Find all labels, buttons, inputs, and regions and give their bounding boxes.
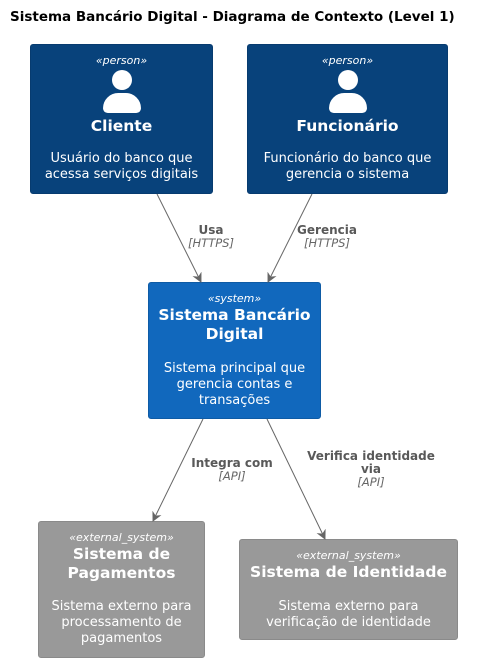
node-identidade-description: Sistema externo para verificação de iden… bbox=[266, 599, 431, 630]
node-sistema-stereotype: «system» bbox=[207, 292, 262, 305]
node-pagamentos-name: Sistema de Pagamentos bbox=[67, 545, 176, 582]
node-sistema-bancario[interactable]: «system» Sistema Bancário Digital Sistem… bbox=[148, 282, 321, 419]
node-sistema-identidade[interactable]: «external_system» Sistema de Identidade … bbox=[239, 539, 458, 640]
edge-sistema-to-identidade bbox=[266, 418, 326, 540]
edge-sistema-to-pagamentos bbox=[152, 418, 204, 522]
person-icon bbox=[102, 70, 141, 114]
node-cliente-name: Cliente bbox=[90, 117, 153, 135]
node-sistema-name: Sistema Bancário Digital bbox=[158, 306, 311, 343]
edge-label-verifica-text: Verifica identidade via bbox=[307, 449, 435, 476]
node-funcionario-stereotype: «person» bbox=[321, 54, 374, 67]
edge-label-gerencia-text: Gerencia bbox=[297, 223, 357, 237]
edge-label-gerencia: Gerencia [HTTPS] bbox=[291, 224, 363, 250]
diagram-title: Sistema Bancário Digital - Diagrama de C… bbox=[10, 9, 455, 25]
edge-label-integra: Integra com [API] bbox=[186, 457, 278, 483]
edge-cliente-to-sistema bbox=[156, 193, 202, 283]
node-sistema-description: Sistema principal que gerencia contas e … bbox=[163, 361, 306, 408]
edge-label-usa-technology: [HTTPS] bbox=[188, 236, 234, 250]
node-funcionario-name: Funcionário bbox=[296, 117, 399, 135]
node-pagamentos-description: Sistema externo para processamento de pa… bbox=[51, 599, 192, 646]
edge-label-verifica-technology: [API] bbox=[357, 475, 385, 489]
node-sistema-pagamentos[interactable]: «external_system» Sistema de Pagamentos … bbox=[38, 521, 205, 658]
node-funcionario[interactable]: «person» Funcionário Funcionário do banc… bbox=[247, 44, 448, 194]
person-icon bbox=[328, 70, 367, 114]
node-identidade-stereotype: «external_system» bbox=[296, 549, 401, 562]
node-cliente-description: Usuário do banco que acessa serviços dig… bbox=[44, 151, 199, 182]
node-funcionario-description: Funcionário do banco que gerencia o sist… bbox=[263, 151, 432, 182]
edge-label-usa-text: Usa bbox=[198, 223, 224, 237]
edge-label-usa: Usa [HTTPS] bbox=[182, 224, 240, 250]
edge-label-integra-text: Integra com bbox=[191, 456, 273, 470]
node-cliente-stereotype: «person» bbox=[95, 54, 148, 67]
node-cliente[interactable]: «person» Cliente Usuário do banco que ac… bbox=[30, 44, 213, 194]
edge-label-verifica: Verifica identidade via [API] bbox=[298, 450, 444, 489]
node-identidade-name: Sistema de Identidade bbox=[250, 563, 447, 581]
edge-funcionario-to-sistema bbox=[267, 193, 313, 283]
node-pagamentos-stereotype: «external_system» bbox=[69, 531, 174, 544]
edge-label-integra-technology: [API] bbox=[218, 469, 246, 483]
edge-label-gerencia-technology: [HTTPS] bbox=[304, 236, 350, 250]
